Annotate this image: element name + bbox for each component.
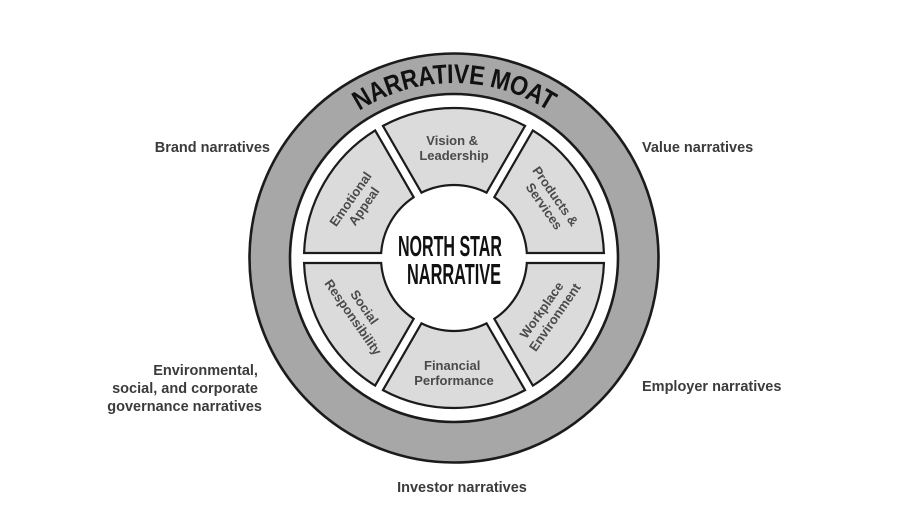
segment-label-line: Leadership — [419, 148, 488, 163]
esg-narratives-label: Environmental, social, and corporate gov… — [107, 363, 262, 415]
segment-label-financial-performance: Financial Performance — [414, 358, 493, 388]
esg-label-line: Environmental, — [153, 363, 258, 379]
center-title: NORTH STAR NARRATIVE — [398, 231, 510, 291]
center-title-line2: NARRATIVE — [407, 259, 501, 291]
esg-label-line: social, and corporate — [112, 381, 258, 397]
segment-label-line: Vision & — [426, 133, 478, 148]
employer-narratives-label: Employer narratives — [642, 379, 781, 395]
segment-products-services — [492, 128, 606, 255]
value-narratives-label: Value narratives — [642, 140, 753, 156]
brand-narratives-label: Brand narratives — [155, 140, 270, 156]
esg-label-line: governance narratives — [107, 399, 262, 415]
segment-label-vision-leadership: Vision & Leadership — [419, 133, 488, 163]
segment-label-line: Financial — [424, 358, 480, 373]
segment-social-responsibility — [302, 261, 416, 388]
segment-label-line: Performance — [414, 373, 493, 388]
segment-emotional-appeal — [302, 128, 416, 255]
investor-narratives-label: Investor narratives — [397, 480, 527, 496]
segment-workplace-environment — [492, 261, 606, 388]
segment-vision-leadership — [381, 106, 527, 195]
segment-financial-performance — [381, 321, 527, 410]
center-title-line1: NORTH STAR — [398, 231, 502, 263]
